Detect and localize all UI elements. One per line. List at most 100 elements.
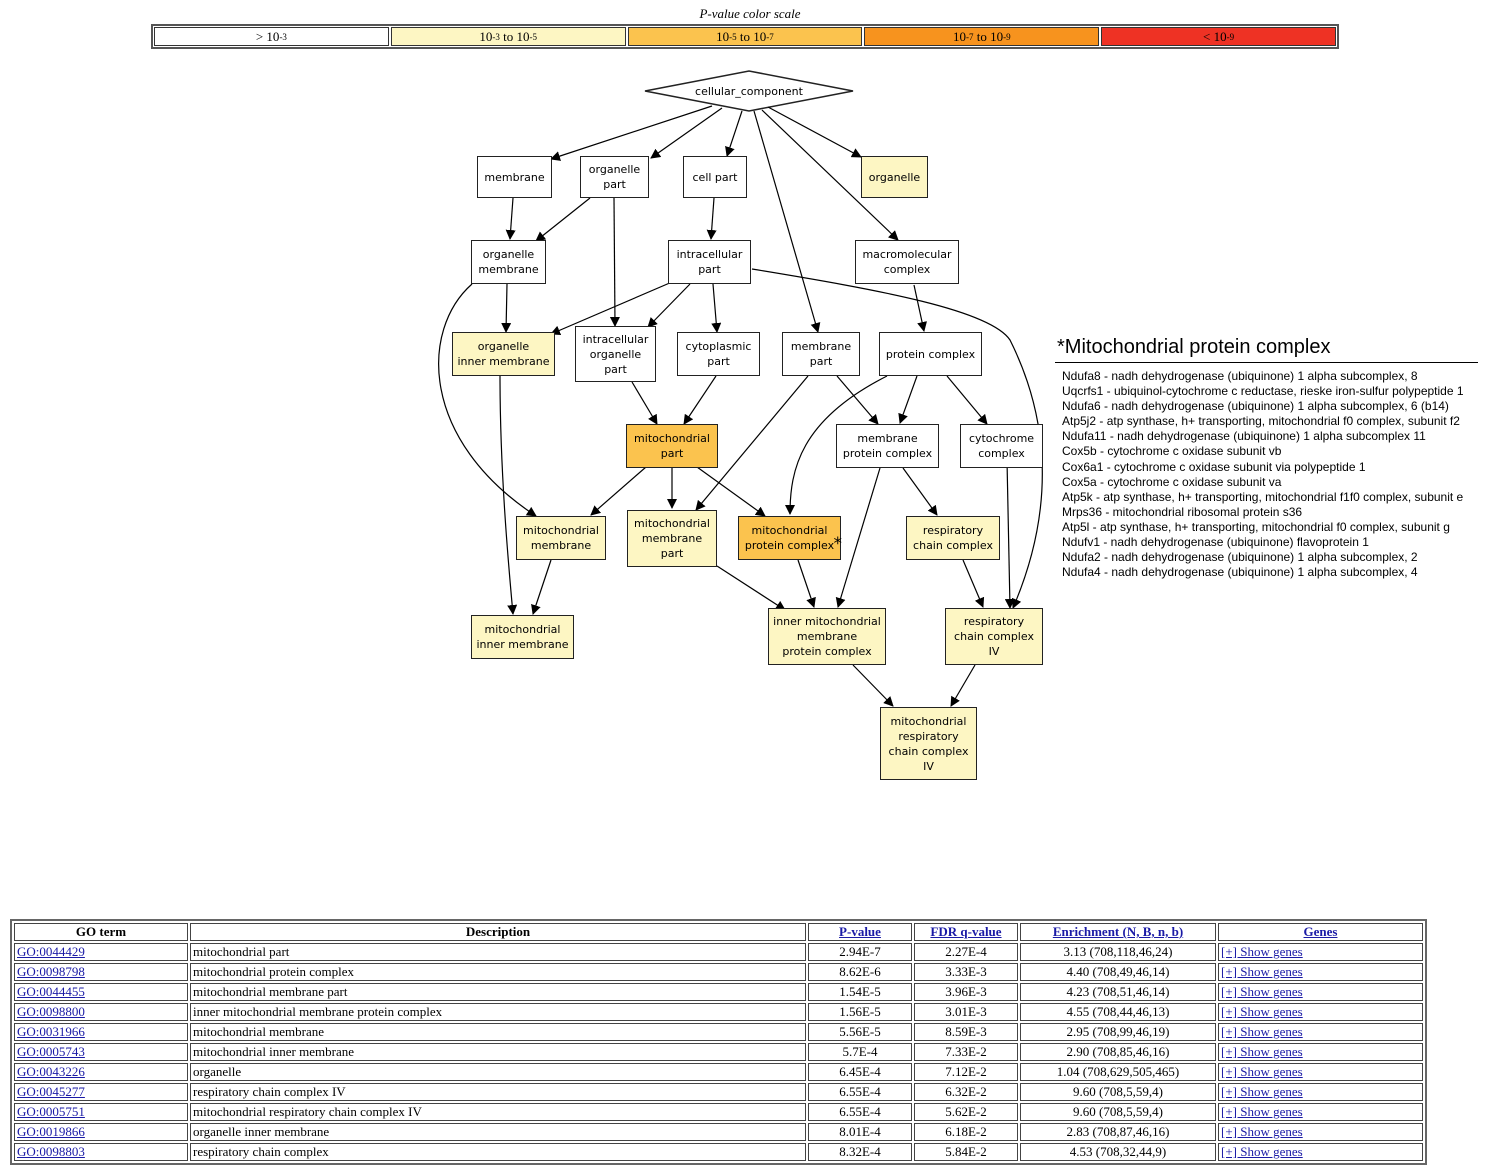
edge xyxy=(836,375,879,425)
node-label: mitochondrial protein complex xyxy=(744,524,835,552)
description-cell: mitochondrial inner membrane xyxy=(190,1043,806,1061)
node-cell-part[interactable]: cell part xyxy=(683,156,747,198)
show-genes-link[interactable]: [+] Show genes xyxy=(1221,944,1303,959)
show-genes-link[interactable]: [+] Show genes xyxy=(1221,1104,1303,1119)
scale-bin-exp: -5 xyxy=(529,31,538,42)
description-cell: organelle xyxy=(190,1063,806,1081)
show-genes-link[interactable]: [+] Show genes xyxy=(1221,1004,1303,1019)
description-cell: organelle inner membrane xyxy=(190,1123,806,1141)
scale-bin-exp: -7 xyxy=(766,31,774,42)
node-mitochondrial-part[interactable]: mitochondrial part xyxy=(626,424,718,468)
go-cell: GO:0098800 xyxy=(14,1003,188,1021)
show-genes-link[interactable]: [+] Show genes xyxy=(1221,1144,1303,1159)
description-cell: mitochondrial membrane xyxy=(190,1023,806,1041)
p-value-cell: 8.01E-4 xyxy=(808,1123,912,1141)
go-term-link[interactable]: GO:0098798 xyxy=(17,964,85,979)
go-term-link[interactable]: GO:0045277 xyxy=(17,1084,85,1099)
node-cellular-component[interactable]: cellular_component xyxy=(695,84,803,98)
fdr-cell: 2.27E-4 xyxy=(914,943,1018,961)
gene-panel-title: *Mitochondrial protein complex xyxy=(1057,336,1331,358)
show-genes-link[interactable]: [+] Show genes xyxy=(1221,1024,1303,1039)
header-go-term: GO term xyxy=(14,923,188,941)
go-term-link[interactable]: GO:0005743 xyxy=(17,1044,85,1059)
node-cytochrome-complex[interactable]: cytochrome complex xyxy=(960,424,1043,468)
go-term-link[interactable]: GO:0098803 xyxy=(17,1144,85,1159)
description-cell: mitochondrial membrane part xyxy=(190,983,806,1001)
node-organelle-inner-membrane[interactable]: organelle inner membrane xyxy=(452,332,555,376)
p-value-cell: 2.94E-7 xyxy=(808,943,912,961)
gene-item: Ndufa6 - nadh dehydrogenase (ubiquinone)… xyxy=(1062,399,1449,414)
node-mito-respiratory-chain-complex-iv[interactable]: mitochondrial respiratory chain complex … xyxy=(880,707,977,780)
enrichment-cell: 2.83 (708,87,46,16) xyxy=(1020,1123,1216,1141)
header-enrichment[interactable]: Enrichment (N, B, n, b) xyxy=(1020,923,1216,941)
go-term-link[interactable]: GO:0005751 xyxy=(17,1104,85,1119)
p-value-cell: 5.7E-4 xyxy=(808,1043,912,1061)
p-value-cell: 6.55E-4 xyxy=(808,1083,912,1101)
gene-item: Cox5b - cytochrome c oxidase subunit vb xyxy=(1062,444,1282,459)
node-membrane[interactable]: membrane xyxy=(477,156,552,198)
show-genes-link[interactable]: [+] Show genes xyxy=(1221,1084,1303,1099)
genes-cell: [+] Show genes xyxy=(1218,963,1423,981)
edge xyxy=(531,559,552,615)
edge xyxy=(501,283,512,333)
go-term-link[interactable]: GO:0044455 xyxy=(17,984,85,999)
go-term-link[interactable]: GO:0043226 xyxy=(17,1064,85,1079)
show-genes-link[interactable]: [+] Show genes xyxy=(1221,984,1303,999)
sort-genes-link[interactable]: Genes xyxy=(1303,924,1338,939)
description-cell: mitochondrial respiratory chain complex … xyxy=(190,1103,806,1121)
scale-bin-3: 10-5 to 10-7 xyxy=(627,27,863,46)
node-membrane-part[interactable]: membrane part xyxy=(782,332,860,376)
go-term-link[interactable]: GO:0044429 xyxy=(17,944,85,959)
node-macromolecular-complex[interactable]: macromolecular complex xyxy=(855,240,959,284)
go-term-link[interactable]: GO:0098800 xyxy=(17,1004,85,1019)
node-mitochondrial-protein-complex[interactable]: mitochondrial protein complex* xyxy=(738,516,842,560)
edge xyxy=(550,105,713,161)
gene-item: Ndufa8 - nadh dehydrogenase (ubiquinone)… xyxy=(1062,369,1418,383)
enrichment-cell: 4.23 (708,51,46,14) xyxy=(1020,983,1216,1001)
show-genes-link[interactable]: [+] Show genes xyxy=(1221,964,1303,979)
fdr-cell: 3.96E-3 xyxy=(914,983,1018,1001)
sort-fdr-link[interactable]: FDR q-value xyxy=(930,924,1002,939)
show-genes-link[interactable]: [+] Show genes xyxy=(1221,1064,1303,1079)
header-fdr[interactable]: FDR q-value xyxy=(914,923,1018,941)
show-genes-link[interactable]: [+] Show genes xyxy=(1221,1044,1303,1059)
fdr-cell: 7.12E-2 xyxy=(914,1063,1018,1081)
node-organelle[interactable]: organelle xyxy=(861,156,928,198)
node-mitochondrial-membrane-part[interactable]: mitochondrial membrane part xyxy=(627,510,717,567)
p-value-cell: 1.56E-5 xyxy=(808,1003,912,1021)
edge xyxy=(695,375,809,511)
node-organelle-part[interactable]: organelle part xyxy=(580,156,649,198)
edge xyxy=(785,375,888,515)
node-respiratory-chain-complex[interactable]: respiratory chain complex xyxy=(906,516,1000,560)
node-intracellular-part[interactable]: intracellular part xyxy=(668,240,751,284)
table-row: GO:0005751 mitochondrial respiratory chai… xyxy=(14,1103,1423,1121)
node-organelle-membrane[interactable]: organelle membrane xyxy=(471,240,546,284)
sort-enrichment-link[interactable]: Enrichment (N, B, n, b) xyxy=(1052,924,1184,939)
show-genes-link[interactable]: [+] Show genes xyxy=(1221,1124,1303,1139)
go-term-link[interactable]: GO:0031966 xyxy=(17,1024,85,1039)
description-cell: respiratory chain complex xyxy=(190,1143,806,1161)
header-p-value[interactable]: P-value xyxy=(808,923,912,941)
edge xyxy=(852,664,894,707)
node-mitochondrial-inner-membrane[interactable]: mitochondrial inner membrane xyxy=(471,615,574,659)
node-respiratory-chain-complex-iv[interactable]: respiratory chain complex IV xyxy=(945,608,1043,665)
enrichment-cell: 4.55 (708,44,46,13) xyxy=(1020,1003,1216,1021)
node-mitochondrial-membrane[interactable]: mitochondrial membrane xyxy=(516,516,606,560)
edge xyxy=(946,375,988,425)
node-inner-mito-membrane-protein-complex[interactable]: inner mitochondrial membrane protein com… xyxy=(768,608,886,665)
go-cell: GO:0098798 xyxy=(14,963,188,981)
gene-item: Ndufv1 - nadh dehydrogenase (ubiquinone)… xyxy=(1062,535,1369,550)
edge xyxy=(797,559,816,608)
header-genes[interactable]: Genes xyxy=(1218,923,1423,941)
node-membrane-protein-complex[interactable]: membrane protein complex xyxy=(836,424,939,468)
go-term-link[interactable]: GO:0019866 xyxy=(17,1124,85,1139)
fdr-cell: 5.62E-2 xyxy=(914,1103,1018,1121)
sort-p-value-link[interactable]: P-value xyxy=(839,924,881,939)
node-intracellular-organelle-part[interactable]: intracellular organelle part xyxy=(575,326,656,382)
node-protein-complex[interactable]: protein complex xyxy=(879,332,982,376)
scale-bin-label: 10 xyxy=(479,28,493,44)
description-cell: mitochondrial part xyxy=(190,943,806,961)
node-cytoplasmic-part[interactable]: cytoplasmic part xyxy=(677,332,760,376)
enrichment-cell: 3.13 (708,118,46,24) xyxy=(1020,943,1216,961)
